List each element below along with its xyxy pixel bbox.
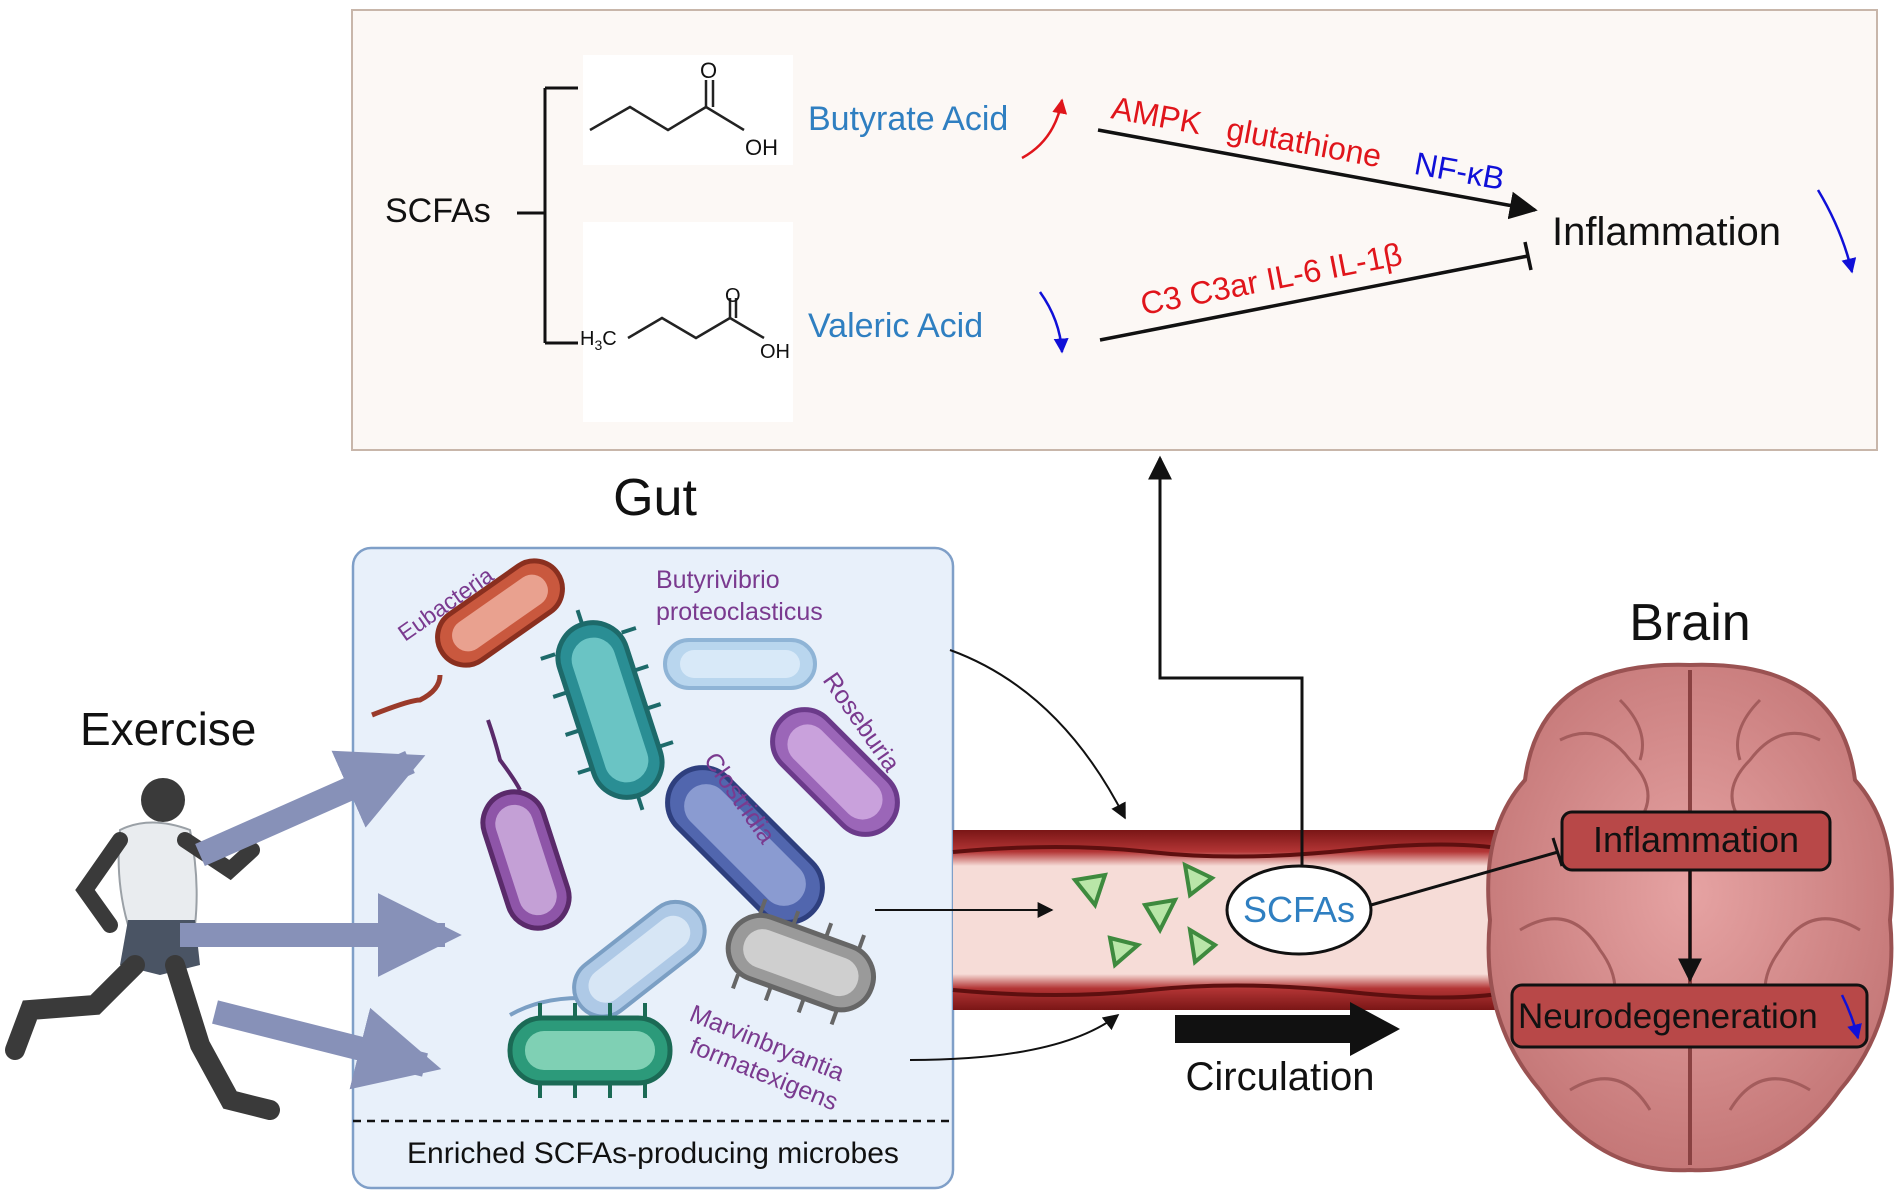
- scfas-vessel-node: [1225, 864, 1373, 956]
- grey-microbe: [725, 898, 876, 1026]
- valeric-acid-label: Valeric Acid: [808, 307, 983, 345]
- mechanism-panel: SCFAs O OH H3C O OH Butyrate Acid Valeri…: [351, 9, 1878, 451]
- butyrate-hydroxyl-label: OH: [745, 135, 778, 160]
- gut-title: Gut: [613, 469, 697, 527]
- inhibition-bar-icon: [1523, 241, 1533, 271]
- brain-inflammation-box: [1560, 810, 1832, 872]
- butyrate-acid-label: Butyrate Acid: [808, 100, 1008, 138]
- scfas-to-panel-arrow: [1148, 455, 1304, 866]
- exercise-label: Exercise: [80, 703, 256, 755]
- butyrivibrio-label-line2: proteoclasticus: [656, 598, 823, 626]
- valeric-inhibits-inflammation-line: [1099, 254, 1529, 342]
- valeric-oxygen-label: O: [725, 285, 741, 307]
- valeric-structure: H3C O OH: [580, 222, 793, 422]
- circulation-arrow: [1175, 1002, 1400, 1056]
- exercise-arrows: [180, 750, 462, 1090]
- valeric-down-icon: [1038, 291, 1069, 354]
- brain-title: Brain: [1629, 594, 1750, 652]
- butyrate-up-icon: [1021, 98, 1068, 160]
- scfa-particles: [1071, 861, 1219, 969]
- neurodegeneration-box: [1510, 983, 1869, 1049]
- butyrate-structure: O OH: [583, 55, 793, 165]
- scfas-group-label: SCFAs: [385, 192, 491, 230]
- brain-inflammation-label: Inflammation: [1593, 819, 1799, 860]
- gut-footer-label: Enriched SCFAs-producing microbes: [407, 1137, 899, 1170]
- exercise-arrow-top: [195, 750, 426, 866]
- gut-lower-flow-arrow: [909, 1014, 1120, 1061]
- scfas-bracket: [517, 86, 578, 345]
- butyrivibrio-label-line1: Butyrivibrio: [656, 566, 780, 594]
- purple-flagellated-microbe: [480, 719, 572, 931]
- exercise-arrow-bottom: [212, 1000, 442, 1090]
- scfas-vessel-label: SCFAs: [1243, 889, 1355, 930]
- valeric-hydroxyl-label: OH: [760, 341, 790, 363]
- neurodegeneration-label: Neurodegeneration: [1518, 997, 1818, 1036]
- circulation-label: Circulation: [1186, 1055, 1375, 1099]
- butyrate-oxygen-label: O: [700, 58, 717, 83]
- inflammation-down-icon: [1816, 189, 1857, 274]
- scfas-inhibits-brain-inflammation-line: [1370, 850, 1559, 907]
- butyrivibrio-microbe: Butyrivibrio proteoclasticus: [656, 566, 823, 690]
- teal-microbe: [540, 609, 674, 811]
- eubacteria-microbe: Eubacteria: [371, 558, 565, 718]
- inflammation-target-label: Inflammation: [1552, 210, 1781, 254]
- gut-panel: Enriched SCFAs-producing microbes Eubact…: [351, 546, 955, 1190]
- gut-upper-flow-arrow: [949, 649, 1126, 820]
- green-microbe: [507, 1003, 673, 1098]
- brain-inhibition-bar-icon: [1551, 837, 1564, 867]
- lightblue-flagellated-microbe: [509, 899, 707, 1019]
- butyrate-to-inflammation-arrow: [1097, 128, 1538, 220]
- valeric-methyl-label: H3C: [580, 328, 617, 353]
- neurodegeneration-down-icon: [1840, 994, 1862, 1040]
